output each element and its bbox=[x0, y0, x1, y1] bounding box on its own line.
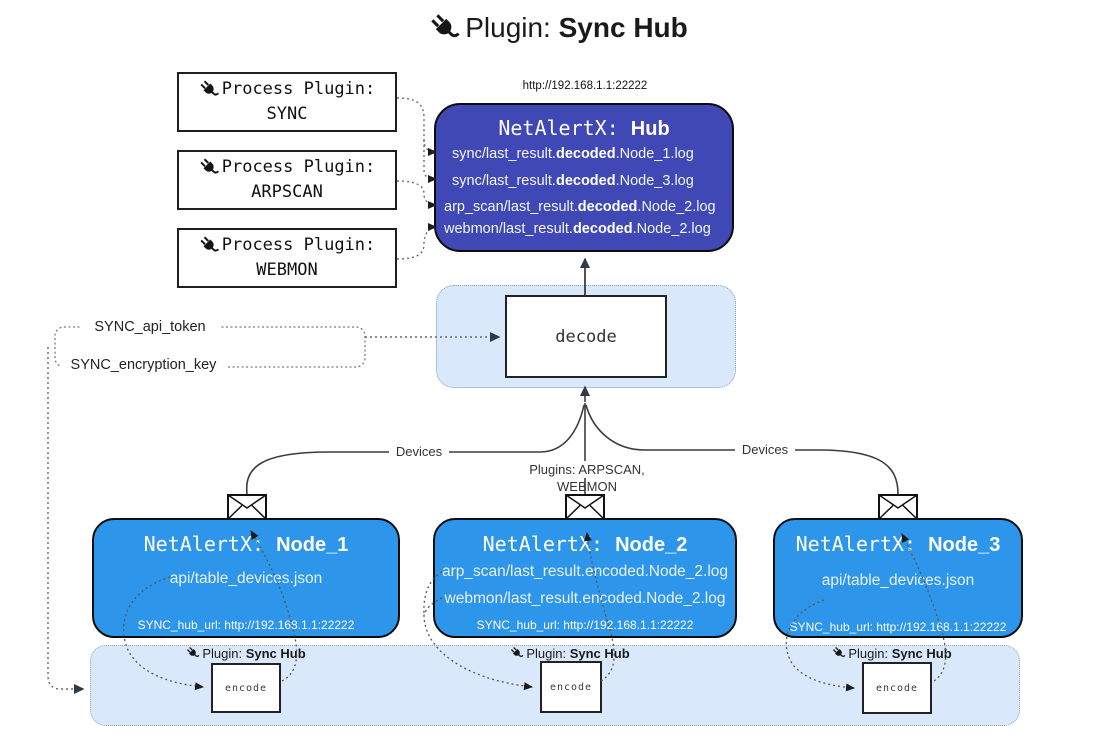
node-hub-url: SYNC_hub_url: http://192.168.1.1:22222 bbox=[476, 618, 694, 632]
encode-plugin-label: Plugin: Sync Hub bbox=[490, 646, 650, 662]
node-title: NetAlertX: Node_1 bbox=[143, 532, 349, 556]
hub-title: NetAlertX: Hub bbox=[436, 116, 732, 141]
node-hub-url: SYNC_hub_url: http://192.168.1.1:22222 bbox=[137, 618, 355, 632]
page-title: Plugin: Sync Hub bbox=[0, 12, 1117, 44]
node-title: NetAlertX: Node_3 bbox=[795, 532, 1001, 556]
encode-plugin-label: Plugin: Sync Hub bbox=[166, 646, 326, 662]
plug-icon bbox=[186, 646, 200, 660]
hub-log-line: arp_scan/last_result.decoded.Node_2.log bbox=[444, 199, 716, 215]
encode-box: encode bbox=[540, 661, 602, 713]
node-1-box: NetAlertX: Node_1 api/table_devices.json… bbox=[92, 518, 400, 638]
plug-icon bbox=[199, 157, 220, 178]
title-bold: Sync Hub bbox=[558, 12, 688, 43]
plug-icon bbox=[510, 646, 524, 660]
hub-log-line: webmon/last_result.decoded.Node_2.log bbox=[444, 221, 711, 237]
encode-plugin-label: Plugin: Sync Hub bbox=[812, 646, 972, 662]
process-plugin-name: SYNC bbox=[266, 104, 308, 124]
process-plugin-box-arpscan: Process Plugin: ARPSCAN bbox=[177, 150, 397, 210]
secrets-to-encoders-arrow bbox=[47, 347, 85, 694]
node-file-line: api/table_devices.json bbox=[169, 570, 323, 587]
devices-left-label: Devices bbox=[389, 443, 449, 460]
node-file-line: arp_scan/last_result.encoded.Node_2.log bbox=[441, 563, 729, 580]
sync-api-token-label: SYNC_api_token bbox=[80, 318, 220, 336]
sync-encryption-key-label: SYNC_encryption_key bbox=[61, 356, 226, 374]
process-to-hub-connectors bbox=[396, 97, 437, 260]
process-plugin-label: Process Plugin: bbox=[221, 79, 376, 100]
node-hub-url: SYNC_hub_url: http://192.168.1.1:22222 bbox=[789, 620, 1007, 634]
node-title: NetAlertX: Node_2 bbox=[482, 532, 688, 556]
hub-log-line: sync/last_result.decoded.Node_3.log bbox=[452, 173, 694, 189]
process-plugin-box-sync: Process Plugin: SYNC bbox=[177, 72, 397, 132]
envelope-icon bbox=[227, 494, 267, 520]
process-plugin-name: ARPSCAN bbox=[251, 182, 323, 202]
hub-url-label: http://192.168.1.1:22222 bbox=[522, 80, 648, 92]
process-plugin-box-webmon: Process Plugin: WEBMON bbox=[177, 228, 397, 288]
devices-right-label: Devices bbox=[735, 441, 795, 458]
hub-box: NetAlertX: Hub sync/last_result.decoded.… bbox=[434, 103, 734, 252]
process-plugin-label: Process Plugin: bbox=[221, 235, 376, 256]
node-file-line: webmon/last_result.encoded.Node_2.log bbox=[444, 590, 726, 607]
title-prefix: Plugin: bbox=[465, 12, 559, 43]
plug-icon bbox=[429, 12, 461, 44]
hub-name: NetAlertX: bbox=[498, 116, 631, 140]
node-file-line: api/table_devices.json bbox=[821, 572, 975, 589]
hub-name-bold: Hub bbox=[630, 118, 670, 140]
process-plugin-name: WEBMON bbox=[256, 260, 318, 280]
envelope-icon bbox=[565, 494, 605, 520]
node-3-box: NetAlertX: Node_3 api/table_devices.json… bbox=[773, 518, 1023, 638]
process-plugin-label: Process Plugin: bbox=[221, 157, 376, 178]
envelope-icon bbox=[878, 494, 918, 520]
encode-box: encode bbox=[211, 663, 281, 713]
decode-box: decode bbox=[505, 295, 667, 378]
plug-icon bbox=[199, 79, 220, 100]
encode-box: encode bbox=[862, 662, 932, 714]
node-2-box: NetAlertX: Node_2 arp_scan/last_result.e… bbox=[433, 518, 737, 638]
hub-log-line: sync/last_result.decoded.Node_1.log bbox=[452, 146, 694, 162]
plug-icon bbox=[199, 235, 220, 256]
plug-icon bbox=[832, 646, 846, 660]
plugins-mid-label: Plugins: ARPSCAN, WEBMON bbox=[497, 461, 677, 494]
